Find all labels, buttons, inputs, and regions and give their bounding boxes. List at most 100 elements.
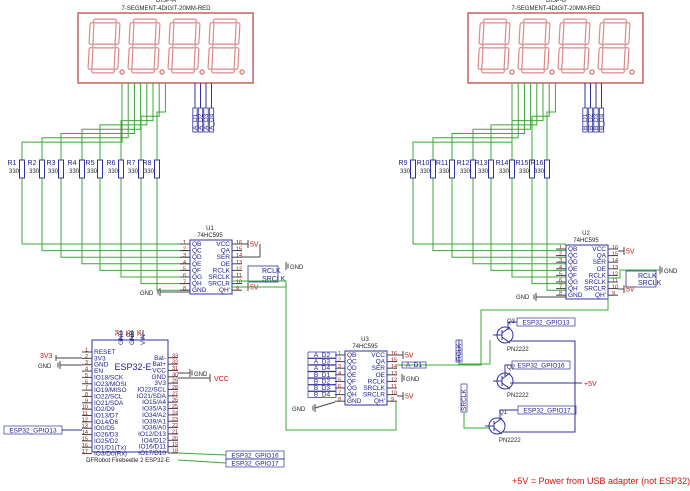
- b-resistor-r13: [488, 159, 494, 179]
- b-seg-wire: [412, 178, 566, 245]
- digit-net-text: A_D2: [197, 113, 204, 130]
- ic-pin-label: QE: [568, 266, 578, 273]
- gnd-label: GND: [516, 295, 530, 301]
- esp-top-label: GND: [129, 330, 136, 345]
- display-dp: [589, 69, 595, 75]
- wire: [493, 417, 503, 425]
- display-part: 7-SEGMENT-4DIGIT-20MM-RED: [511, 6, 601, 12]
- ic-pin-num: 9: [391, 397, 394, 403]
- u1-ic-part: 74HC595: [197, 233, 223, 239]
- ic-pin-num: 5: [338, 377, 341, 383]
- u3-net-box: [307, 384, 337, 392]
- esp-pin-num: 6: [85, 379, 88, 385]
- gnd-label: GND: [140, 291, 154, 297]
- u3-ic-part: 74HC595: [352, 344, 378, 350]
- gpio16-net: ESP32_GPIO16: [517, 363, 565, 370]
- ic-pin-num: 4: [559, 265, 562, 271]
- wire: [504, 364, 512, 376]
- esp-pin-num: 8: [85, 392, 88, 398]
- ic-pin-num: 15: [391, 358, 397, 364]
- ic-pin-num: 5: [559, 271, 562, 277]
- a-seg-wire: [81, 178, 190, 265]
- display-dp: [239, 69, 245, 75]
- ic-pin-label: QE: [347, 372, 357, 379]
- ic-pin-label: VCC: [371, 352, 385, 359]
- v5-label: 5V: [626, 249, 635, 256]
- esp-top-label: VIN: [140, 334, 147, 345]
- display-segment-inner: [154, 48, 159, 69]
- esp-pin-num: 2: [85, 354, 88, 360]
- b-resistor-r10-value: 330: [420, 169, 431, 175]
- v5-label: 5V: [405, 353, 414, 360]
- esp-pin-num: 5: [85, 373, 88, 379]
- esp32-name: ESP32-E: [114, 362, 151, 372]
- ic-pin-num: 13: [612, 265, 618, 271]
- a-resistor-r5: [97, 159, 103, 179]
- u3-net-box: [307, 371, 337, 379]
- gnd-label: GND: [194, 372, 208, 378]
- esp-gpio16-net: ESP32_GPIO16: [231, 453, 279, 460]
- esp-pin-num: 27: [172, 391, 178, 397]
- a-resistor-r6-ref: R6: [107, 160, 116, 167]
- rclk-net: RCLK: [262, 268, 281, 275]
- esp-pin-label: IO2/D9: [94, 406, 115, 413]
- srclk-net: SRCLK: [262, 276, 286, 283]
- a-resistor-r7-ref: R7: [127, 160, 136, 167]
- esp-pin-label: IO17/D10: [138, 450, 166, 457]
- esp-pin-label: IO16/D11: [139, 444, 167, 451]
- transistor-part: PN2222: [507, 393, 529, 399]
- a-resistor-r1-value: 330: [9, 169, 20, 175]
- u1-ic-ref: U1: [206, 226, 214, 232]
- b-resistor-r16-value: 330: [534, 169, 545, 175]
- esp-pin-num: 32: [172, 360, 178, 366]
- display-digit: [127, 18, 165, 75]
- ic-pin-num: 6: [559, 278, 562, 284]
- digit-net-text: A_D1: [192, 113, 199, 130]
- a-resistor-r8-value: 330: [144, 169, 155, 175]
- esp-gpio17-net: ESP32_GPIO17: [231, 461, 279, 468]
- ic-pin-num: 1: [559, 245, 562, 251]
- esp-pin-num: 3: [85, 360, 88, 366]
- serial-wire: [608, 269, 660, 279]
- display-digit: [557, 18, 595, 75]
- ic-pin-num: 16: [612, 245, 618, 251]
- ic-pin-num: 8: [559, 291, 562, 297]
- display-segment-inner: [545, 23, 550, 44]
- ic-pin-num: 10: [612, 285, 618, 291]
- display-dp: [159, 69, 165, 75]
- wire: [501, 336, 511, 344]
- ic-pin-num: 7: [183, 280, 186, 286]
- ic-pin-label: QG: [568, 279, 578, 286]
- b-resistor-r13-value: 330: [478, 169, 489, 175]
- display-segment-inner: [559, 23, 564, 44]
- ic-pin-num: 1: [183, 240, 186, 246]
- a-seg-wire: [120, 83, 154, 160]
- digit-net-label: [203, 107, 209, 133]
- gpio17-wire: [177, 459, 227, 464]
- u2-ic-part: 74HC595: [573, 238, 599, 244]
- esp-pin-num: 9: [85, 398, 88, 404]
- display-digit: [477, 18, 515, 75]
- ic-pin-num: 14: [612, 258, 618, 264]
- gpio17-net: ESP32_GPIO17: [523, 408, 571, 415]
- esp-pin-label: IO36/A0: [142, 425, 166, 432]
- a-resistor-r4-ref: R4: [68, 160, 77, 167]
- rclk-net-box-b: [625, 270, 657, 288]
- ic-pin-label: QF: [192, 267, 201, 274]
- a-resistor-r5-ref: R5: [86, 160, 95, 167]
- b-seg-wire: [472, 83, 532, 160]
- b-resistor-r10: [430, 159, 436, 179]
- esp-pin-label: IO18/SCK: [94, 374, 124, 381]
- display-label: DISP-B: [546, 0, 566, 4]
- display-segment-inner: [89, 23, 94, 44]
- gnd-label: GND: [38, 364, 52, 370]
- b-resistor-r15-ref: R15: [516, 160, 529, 167]
- a-resistor-r2-ref: R2: [28, 160, 37, 167]
- display-segment-inner: [544, 48, 549, 69]
- a-resistor-r8-ref: R8: [143, 160, 152, 167]
- ic-pin-label: VCC: [592, 246, 606, 253]
- b-seg-wire: [511, 178, 566, 278]
- esp-pin-label: VCC: [152, 367, 166, 374]
- b-resistor-r15-value: 330: [519, 169, 530, 175]
- ic-pin-num: 7: [338, 391, 341, 397]
